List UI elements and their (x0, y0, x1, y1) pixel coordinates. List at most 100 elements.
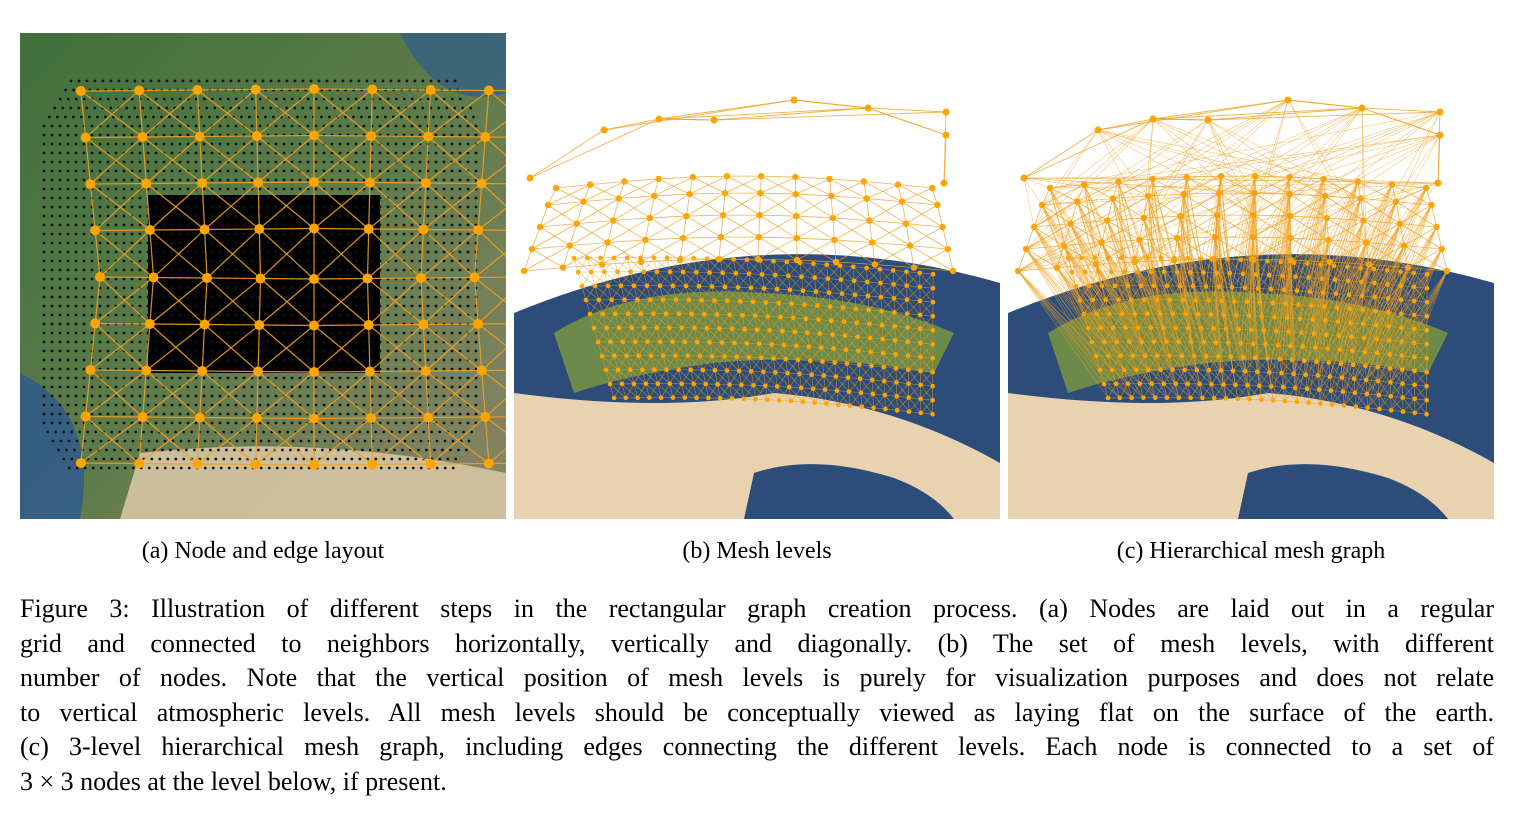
grid-point (306, 151, 310, 155)
grid-point (98, 340, 102, 344)
mesh-edge (259, 227, 315, 230)
grid-point (90, 124, 94, 128)
grid-point (85, 79, 89, 83)
grid-point (362, 385, 366, 389)
grid-point (442, 376, 446, 380)
grid-point (82, 205, 86, 209)
grid-point (122, 268, 126, 272)
grid-point (426, 295, 430, 299)
grid-point (442, 331, 446, 335)
grid-point (370, 313, 374, 317)
grid-point (122, 286, 126, 290)
grid-point (98, 196, 102, 200)
grid-point (458, 133, 462, 137)
mesh-node (194, 131, 205, 142)
mesh-edge (800, 374, 812, 389)
grid-point (210, 421, 214, 425)
grid-point (221, 79, 225, 83)
grid-point (104, 115, 107, 119)
mesh-edge (658, 118, 715, 121)
grid-point (394, 124, 398, 128)
mesh-edge (678, 369, 682, 384)
grid-point (370, 304, 374, 308)
mesh-edge (834, 239, 837, 262)
mesh-edge (613, 257, 618, 272)
mesh-node (781, 342, 787, 348)
grid-point (370, 160, 374, 164)
grid-point (186, 385, 190, 389)
grid-point (461, 106, 465, 110)
grid-point (82, 385, 86, 389)
grid-point (298, 259, 302, 263)
mesh-edge (719, 384, 730, 399)
grid-point (78, 430, 81, 434)
mesh-edge (256, 134, 315, 137)
mesh-node (476, 365, 487, 376)
mesh-node (827, 304, 833, 309)
mesh-edge (844, 322, 857, 336)
mesh-edge (796, 195, 832, 217)
grid-point (210, 394, 214, 398)
grid-point (54, 430, 57, 434)
grid-point (418, 349, 422, 353)
mesh-node (811, 261, 816, 266)
grid-point (362, 403, 366, 407)
mesh-edge (583, 181, 625, 202)
mesh-edge (583, 198, 619, 203)
grid-point (66, 151, 70, 155)
grid-point (306, 205, 310, 209)
mesh-edge (841, 280, 855, 294)
mesh-edge (794, 331, 797, 346)
mesh-edge (757, 237, 760, 260)
grid-point (466, 124, 470, 128)
grid-point (90, 394, 94, 398)
grid-point (314, 169, 318, 173)
mesh-node (254, 224, 265, 234)
grid-point (106, 241, 110, 245)
mesh-edge (197, 417, 258, 465)
grid-point (114, 124, 118, 128)
grid-point (90, 277, 94, 281)
grid-point (266, 286, 270, 290)
grid-point (450, 214, 454, 218)
mesh-node (536, 223, 544, 231)
grid-point (226, 421, 230, 425)
mesh-edge (692, 175, 728, 178)
mesh-edge (607, 217, 651, 243)
grid-point (368, 115, 371, 119)
grid-point (133, 79, 137, 83)
grid-point (322, 169, 326, 173)
mesh-edge (368, 277, 422, 326)
mesh-edge (423, 323, 479, 326)
grid-point (154, 286, 158, 290)
mesh-node (255, 273, 266, 284)
grid-point (42, 385, 46, 389)
grid-point (370, 268, 374, 272)
grid-point (346, 385, 350, 389)
mesh-edge (716, 314, 720, 329)
grid-point (405, 79, 409, 83)
grid-point (170, 358, 174, 362)
mesh-edge (531, 223, 577, 250)
mesh-edge (797, 359, 800, 374)
grid-point (450, 97, 454, 101)
mesh-edge (868, 296, 882, 311)
grid-point (242, 331, 246, 335)
mesh-edge (693, 369, 704, 385)
grid-point (197, 79, 201, 83)
mesh-edge (720, 215, 724, 238)
grid-point (258, 142, 262, 146)
grid-point (462, 430, 465, 434)
mesh-node (678, 255, 683, 261)
grid-point (72, 115, 75, 119)
grid-point (378, 97, 382, 101)
mesh-edge (1152, 107, 1363, 120)
grid-point (414, 457, 418, 461)
grid-point (346, 187, 350, 191)
mesh-edge (488, 90, 506, 107)
mesh-node (663, 311, 669, 317)
grid-point (290, 142, 294, 146)
grid-point (458, 304, 462, 308)
mesh-edge (202, 181, 259, 184)
grid-point (282, 169, 286, 173)
